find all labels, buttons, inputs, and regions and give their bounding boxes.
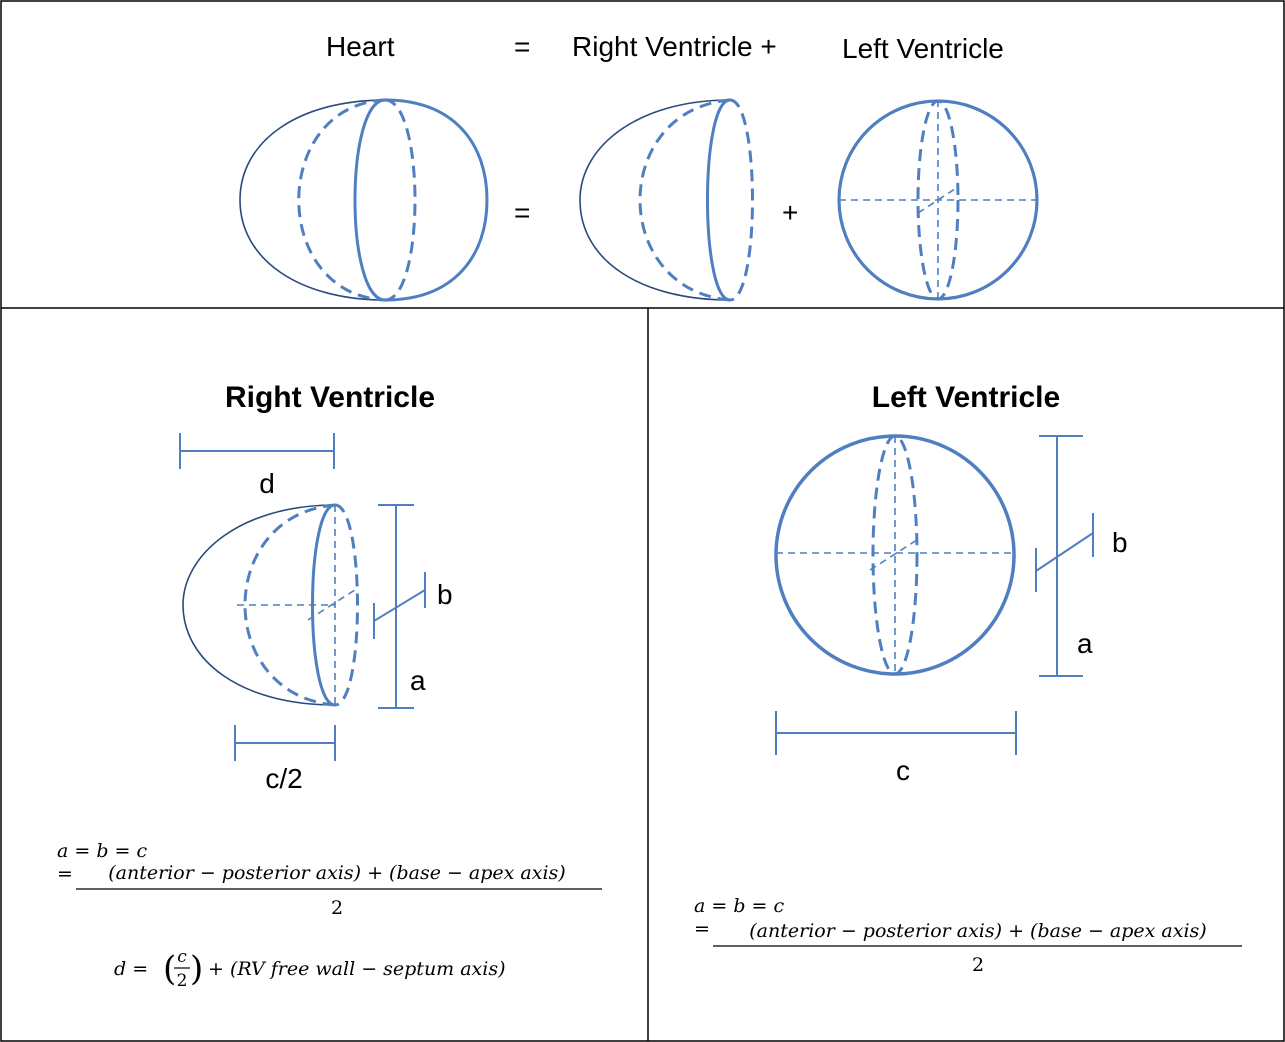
rv-top-outer-outline <box>579 99 731 301</box>
rv-eq2-lhs: d = <box>114 958 148 980</box>
top-labels: Heart = Right Ventricle + Left Ventricle <box>326 31 1004 64</box>
lv-label-a: a <box>1077 628 1093 659</box>
rv-top-septum-dashed <box>638 98 731 302</box>
heart-septum-dashed <box>297 98 386 302</box>
rv-label-c2: c/2 <box>265 763 302 794</box>
lv-equation-1: a = b = c = (anterior − posterior axis) … <box>694 895 1242 976</box>
rv-eq2-frac-den: 2 <box>177 971 188 991</box>
rv-eq2-frac-num: c <box>177 947 187 967</box>
rv-eq2-paren-left: ( <box>163 949 176 989</box>
heart-outer-outline <box>239 99 386 301</box>
rv-eq1-denominator: 2 <box>331 897 343 919</box>
lv-circle <box>774 434 1016 676</box>
rv-outer-outline <box>182 504 336 706</box>
heart-inner-ellipse-solid <box>353 98 386 302</box>
rv-label-b: b <box>437 579 453 610</box>
lv-eq1-line1: a = b = c <box>694 895 784 917</box>
rv-dimension-c2 <box>234 725 336 761</box>
label-heart: Heart <box>326 31 395 62</box>
rv-equation-1: a = b = c = (anterior − posterior axis) … <box>57 840 602 919</box>
rv-label-d: d <box>259 468 275 499</box>
op-plus: + <box>782 197 798 228</box>
op-equals: = <box>514 197 530 228</box>
label-left-ventricle: Left Ventricle <box>842 33 1004 64</box>
heart-inner-ellipse-dashed <box>384 98 417 302</box>
rv-depth-axis <box>307 587 359 621</box>
lv-eq1-denominator: 2 <box>972 954 984 976</box>
rv-label-a: a <box>410 665 426 696</box>
heart-shape <box>239 98 489 302</box>
rv-equation-2: d = ( c 2 ) + (RV free wall − septum axi… <box>114 947 506 991</box>
rv-ellipse-dashed <box>334 503 359 707</box>
rv-eq1-line1: a = b = c <box>57 840 147 862</box>
lv-label-b: b <box>1112 527 1128 558</box>
rv-panel-title: Right Ventricle <box>225 381 435 414</box>
lv-shape-top <box>837 99 1039 301</box>
rv-eq2-paren-right: ) <box>190 949 203 989</box>
lv-top-depth-axis <box>917 186 959 214</box>
lv-eq1-equals: = <box>694 918 710 940</box>
label-equals-top: = <box>514 31 530 62</box>
b-bar <box>373 589 426 622</box>
rv-eq1-numerator: (anterior − posterior axis) + (base − ap… <box>108 862 565 884</box>
lv-panel-shape <box>774 434 1016 676</box>
lv-dimension-b <box>1035 513 1094 592</box>
lv-depth-axis <box>869 537 921 571</box>
rv-eq1-equals: = <box>57 863 73 885</box>
lv-dimension-c <box>775 711 1017 755</box>
rv-panel-shape <box>182 503 359 707</box>
lv-vertical-ellipse <box>871 434 919 676</box>
rv-eq2-rhs: + (RV free wall − septum axis) <box>208 958 506 980</box>
lv-panel-title: Left Ventricle <box>872 381 1060 414</box>
rv-shape-top <box>579 98 754 302</box>
label-right-ventricle-plus: Right Ventricle + <box>572 31 777 62</box>
lv-b-bar <box>1035 532 1094 572</box>
rv-top-ellipse-dashed <box>729 98 754 302</box>
heart-right-arc <box>384 98 489 302</box>
rv-top-ellipse-solid <box>706 98 731 302</box>
lv-label-c: c <box>896 755 910 786</box>
lv-eq1-numerator: (anterior − posterior axis) + (base − ap… <box>749 920 1206 942</box>
rv-septum-dashed <box>243 503 336 707</box>
rv-dimension-d <box>179 433 335 469</box>
rv-dimension-b <box>373 572 426 639</box>
